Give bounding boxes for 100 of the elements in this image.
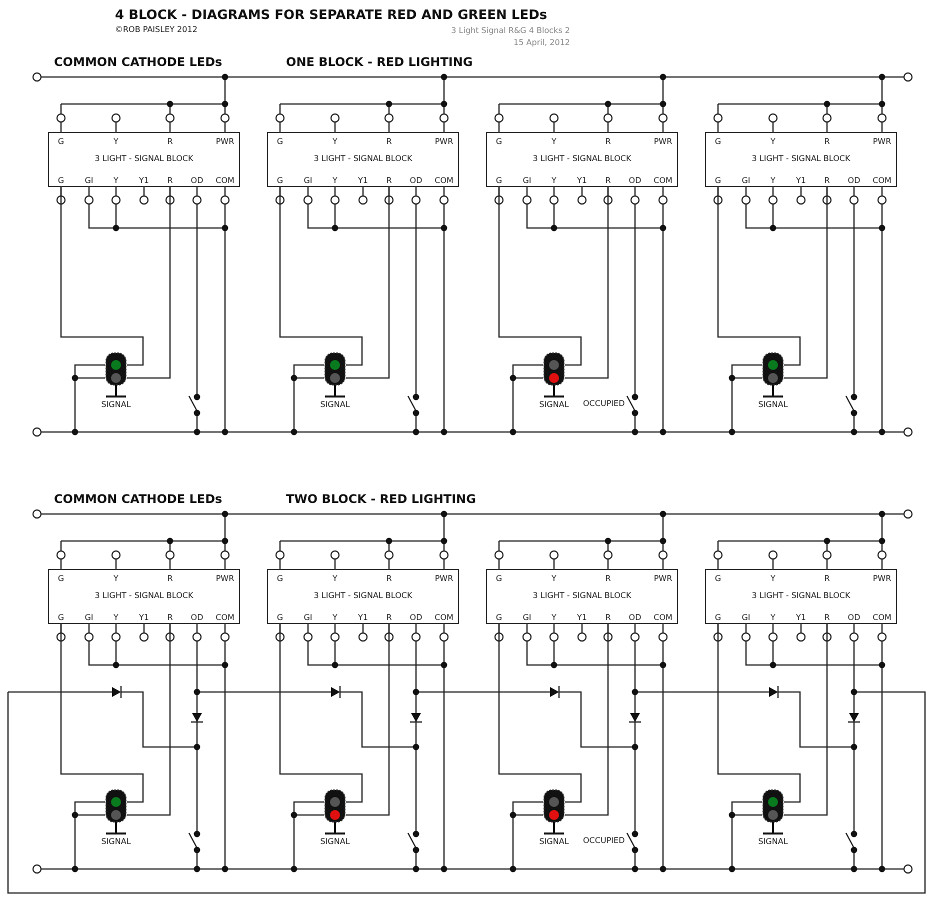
pin-label: COM — [434, 177, 454, 185]
label-text: ©ROB PAISLEY 2012 — [115, 26, 198, 35]
pin-label: PWR — [434, 575, 454, 583]
signal-label: SIGNAL — [320, 401, 350, 409]
wire — [565, 624, 609, 816]
block-title: 3 LIGHT - SIGNAL BLOCK — [314, 592, 412, 600]
pin-label: R — [386, 575, 392, 583]
pin-label: Y — [332, 575, 338, 583]
pin-label: GI — [84, 177, 94, 185]
signal-block-box — [486, 132, 678, 187]
pin-label: PWR — [872, 138, 892, 146]
signal-head — [105, 352, 127, 399]
pin-label: R — [824, 177, 830, 185]
pin-label: G — [496, 138, 502, 146]
pin-label: PWR — [872, 575, 892, 583]
pin-label: Y — [114, 614, 118, 622]
signal-label: SIGNAL — [758, 838, 788, 846]
pin-label: R — [167, 177, 173, 185]
pin-label: PWR — [216, 575, 234, 583]
pin-label: Y — [332, 614, 338, 622]
pin-label: G — [714, 614, 722, 622]
pin-label: R — [167, 575, 173, 583]
wire — [127, 624, 171, 816]
wire — [279, 624, 363, 803]
pin-label: OD — [848, 614, 860, 622]
pin-label: COM — [216, 614, 234, 622]
signal-head — [762, 352, 784, 399]
pin-label: G — [496, 614, 502, 622]
label-text: 3 Light Signal R&G 4 Blocks 2 — [451, 27, 570, 36]
pin-label: Y — [114, 138, 118, 146]
pin-label: G — [714, 177, 722, 185]
label-text: COMMON CATHODE LEDs — [54, 56, 222, 70]
pin-label: GI — [522, 177, 532, 185]
pin-label: G — [276, 177, 284, 185]
pin-label: Y — [770, 177, 776, 185]
pin-label: G — [58, 575, 64, 583]
pin-label: Y — [552, 575, 556, 583]
pin-label: OD — [628, 614, 642, 622]
pin-label: GI — [304, 614, 312, 622]
pin-label: OD — [410, 614, 422, 622]
signal-label: SIGNAL — [758, 401, 788, 409]
pin-label: Y1 — [139, 177, 149, 185]
pin-label: Y1 — [577, 614, 587, 622]
wire — [784, 624, 828, 816]
pin-label: PWR — [654, 138, 672, 146]
wire — [346, 187, 390, 379]
label-text: TWO BLOCK - RED LIGHTING — [286, 493, 476, 506]
label-text: 15 April, 2012 — [514, 39, 570, 48]
pin-label: Y1 — [796, 614, 806, 622]
block-title: 3 LIGHT - SIGNAL BLOCK — [532, 592, 632, 600]
pin-label: R — [386, 177, 392, 185]
pin-label: R — [167, 614, 173, 622]
pin-label: OD — [410, 177, 422, 185]
pin-label: PWR — [216, 138, 234, 146]
signal-head — [543, 789, 565, 836]
pin-label: Y — [770, 138, 776, 146]
pin-label: G — [714, 575, 722, 583]
label-text: COMMON CATHODE LEDs — [54, 493, 222, 506]
pin-label: R — [386, 138, 392, 146]
block-title: 3 LIGHT - SIGNAL BLOCK — [752, 155, 850, 163]
wire — [565, 187, 609, 379]
pin-label: R — [605, 138, 611, 146]
wire — [60, 187, 144, 366]
signal-block-box — [705, 569, 897, 624]
pin-label: R — [605, 177, 611, 185]
wire — [784, 187, 828, 379]
pin-label: G — [58, 177, 64, 185]
pin-label: Y1 — [358, 177, 368, 185]
signal-head — [324, 789, 346, 836]
wire — [498, 187, 582, 366]
pin-label: Y1 — [577, 177, 587, 185]
wire — [346, 624, 390, 816]
pin-label: Y — [552, 614, 556, 622]
pin-label: Y — [114, 177, 118, 185]
pin-label: COM — [654, 614, 672, 622]
pin-label: Y — [770, 614, 776, 622]
block-title: 3 LIGHT - SIGNAL BLOCK — [94, 155, 194, 163]
wire — [127, 187, 171, 379]
signal-block-box — [267, 569, 459, 624]
pin-label: COM — [654, 177, 672, 185]
pin-label: GI — [84, 614, 94, 622]
label-text: ONE BLOCK - RED LIGHTING — [286, 56, 473, 70]
pin-label: COM — [216, 177, 234, 185]
pin-label: GI — [742, 177, 750, 185]
pin-label: R — [824, 138, 830, 146]
pin-label: G — [58, 614, 64, 622]
pin-label: Y1 — [796, 177, 806, 185]
signal-head — [324, 352, 346, 399]
block-title: 3 LIGHT - SIGNAL BLOCK — [752, 592, 850, 600]
pin-label: PWR — [654, 575, 672, 583]
pin-label: OD — [190, 177, 204, 185]
pin-label: Y — [332, 177, 338, 185]
wire — [279, 187, 363, 366]
pin-label: G — [496, 177, 502, 185]
pin-label: G — [714, 138, 722, 146]
signal-label: SIGNAL — [320, 838, 350, 846]
signal-block-box — [48, 132, 240, 187]
signal-block-box — [48, 569, 240, 624]
pin-label: R — [605, 614, 611, 622]
block-title: 3 LIGHT - SIGNAL BLOCK — [532, 155, 632, 163]
